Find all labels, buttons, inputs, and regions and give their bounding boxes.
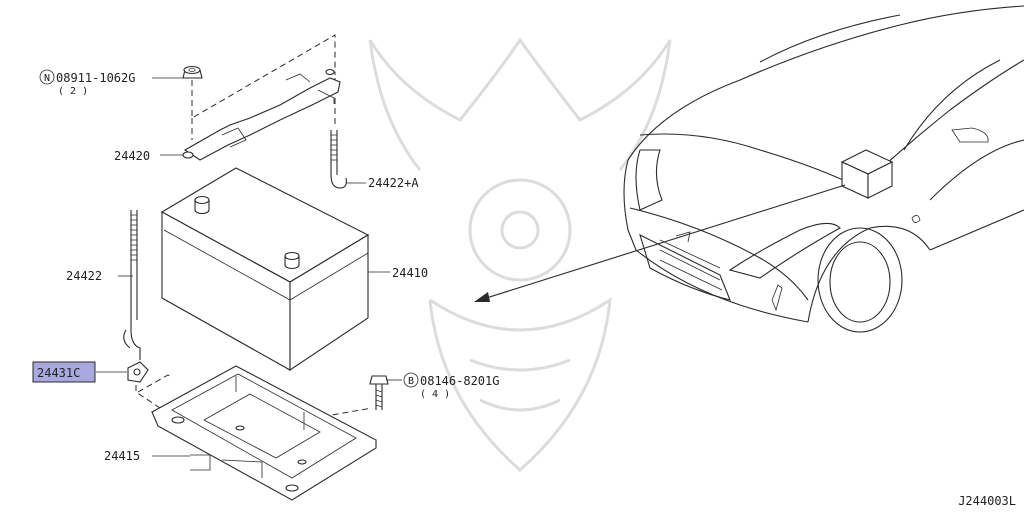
bolt-part[interactable] — [369, 375, 389, 410]
car-illustration — [623, 5, 1024, 333]
bracket-part-number[interactable]: 24420 — [114, 149, 150, 163]
battery-tray-part[interactable] — [150, 365, 378, 501]
hook-rod-a-part-number[interactable]: 24422+A — [368, 176, 419, 190]
bolt-prefix-symbol: B — [408, 376, 414, 387]
bolt-part-number: 08146-8201G — [420, 374, 499, 388]
battery-part[interactable] — [160, 167, 370, 372]
nut-prefix-symbol: N — [44, 73, 50, 84]
clip-part[interactable] — [127, 361, 149, 383]
hook-rod-a-part[interactable] — [330, 130, 347, 189]
leader-lines — [96, 77, 402, 457]
hook-rod-part-number[interactable]: 24422 — [66, 269, 102, 283]
bolt-quantity: ( 4 ) — [420, 389, 450, 400]
nut-quantity: ( 2 ) — [58, 86, 88, 97]
watermark-emblem — [368, 37, 672, 472]
nut-part[interactable] — [182, 65, 203, 79]
tray-part-number[interactable]: 24415 — [104, 449, 140, 463]
bolt-callout[interactable]: B 08146-8201G ( 4 ) — [403, 372, 499, 400]
battery-part-number[interactable]: 24410 — [392, 266, 428, 280]
hold-down-bracket-part[interactable] — [182, 68, 341, 161]
nut-part-number: 08911-1062G — [56, 71, 135, 85]
highlight-box — [32, 361, 96, 383]
nut-callout[interactable]: N 08911-1062G ( 2 ) — [39, 69, 135, 97]
hook-rod-part[interactable] — [123, 210, 141, 360]
clip-callout[interactable]: 24431C — [32, 361, 96, 383]
diagram-code: J244003L — [958, 494, 1016, 508]
location-arrow — [474, 184, 846, 302]
clip-part-number: 24431C — [37, 366, 80, 380]
